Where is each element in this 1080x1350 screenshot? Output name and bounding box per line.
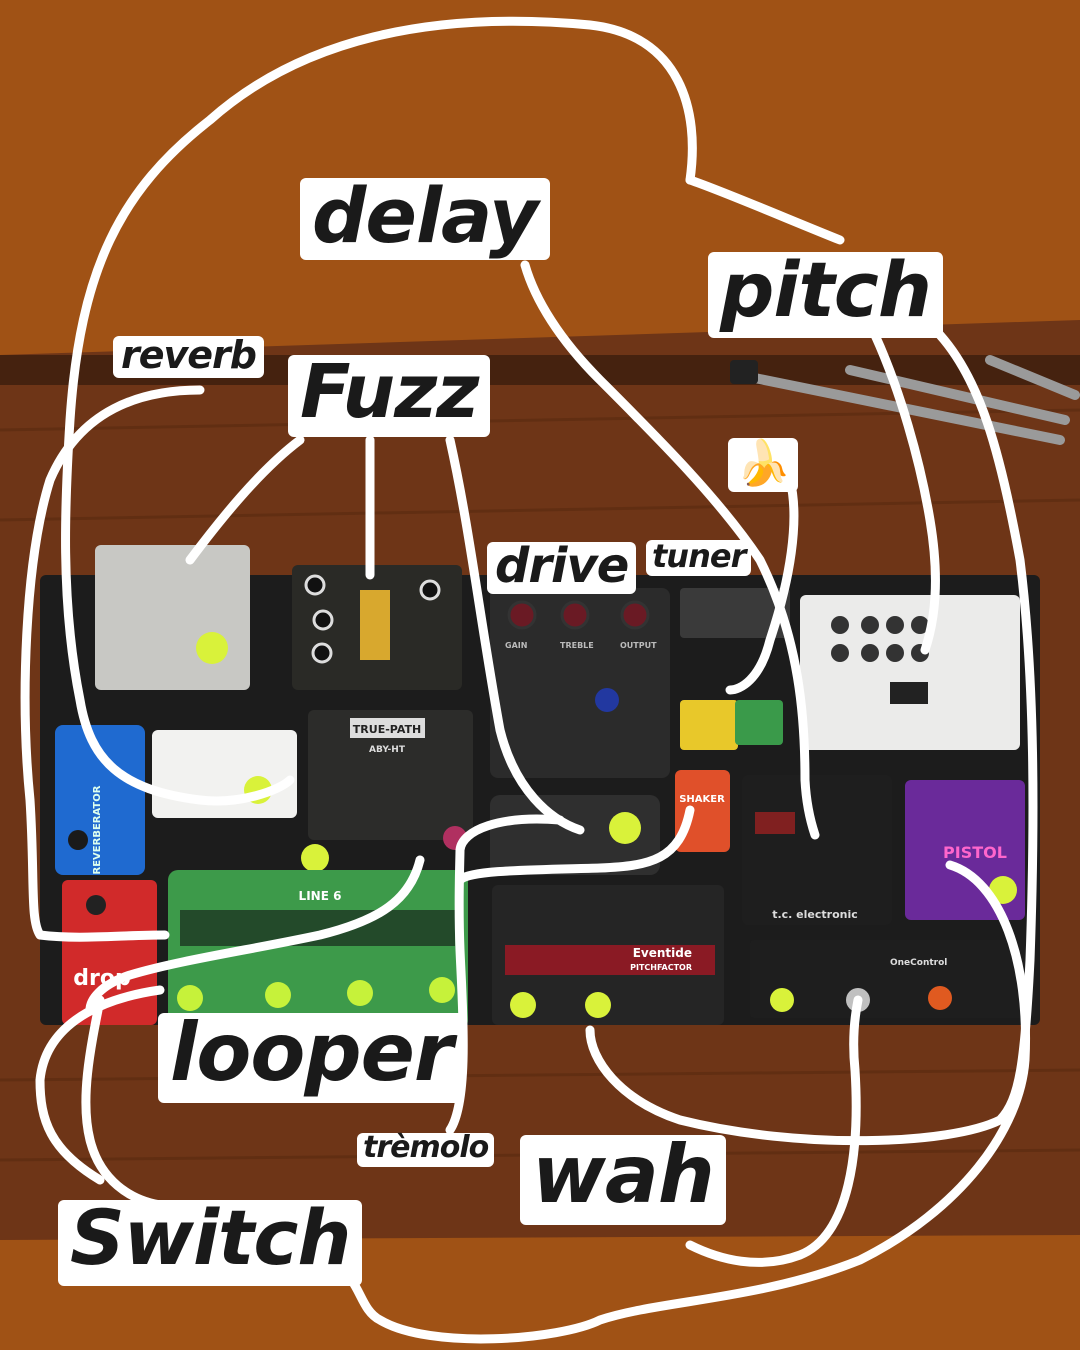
aby-box — [308, 710, 473, 840]
label-fuzz: Fuzz — [288, 355, 491, 437]
label-switch: Switch — [58, 1200, 363, 1286]
label-tuner: tuner — [646, 540, 752, 576]
true-path-marking: TRUE-PATH — [353, 723, 421, 736]
treble-marking: TREBLE — [560, 641, 594, 650]
aby-marking: ABY-HT — [369, 745, 406, 755]
tc-marking: t.c. electronic — [772, 908, 858, 921]
eventide-marking: Eventide — [633, 946, 692, 960]
label-reverb: reverb — [113, 336, 264, 378]
shaker-marking: SHAKER — [679, 794, 725, 805]
banana-emoji: 🍌 — [728, 438, 798, 492]
tuner-mini-yellow — [680, 700, 738, 750]
reverberator-marking: REVERBERATOR — [92, 785, 103, 874]
label-tremolo: trèmolo — [357, 1133, 495, 1167]
footswitch-yellow — [196, 632, 228, 664]
label-drive: drive — [487, 542, 637, 594]
output-marking: OUTPUT — [620, 641, 657, 650]
label-pitch: pitch — [708, 252, 943, 338]
tuner-pedal — [680, 588, 790, 638]
routing-lines — [20, 16, 1038, 1344]
switcher-pedal — [750, 940, 1035, 1018]
label-delay: delay — [300, 178, 550, 260]
pistol-marking: PISTOL — [943, 843, 1007, 862]
tremolo-pedal-orange — [675, 770, 730, 852]
onecontrol-marking: OneControl — [890, 958, 947, 968]
label-wah: wah — [520, 1135, 726, 1225]
line6-marking: LINE 6 — [299, 889, 342, 903]
mic-stand-foot — [730, 360, 758, 384]
gain-marking: GAIN — [505, 641, 527, 650]
fuzz-pedal-silver — [95, 545, 250, 690]
tuner-mini-green — [735, 700, 783, 745]
drop-pedal — [62, 880, 157, 1025]
drive-pedal — [490, 588, 670, 778]
pitchfactor-marking: PITCHFACTOR — [630, 963, 692, 972]
pitch-pedal-white — [800, 595, 1020, 750]
delay-pedal-tc — [742, 775, 892, 925]
label-looper: looper — [158, 1013, 465, 1103]
